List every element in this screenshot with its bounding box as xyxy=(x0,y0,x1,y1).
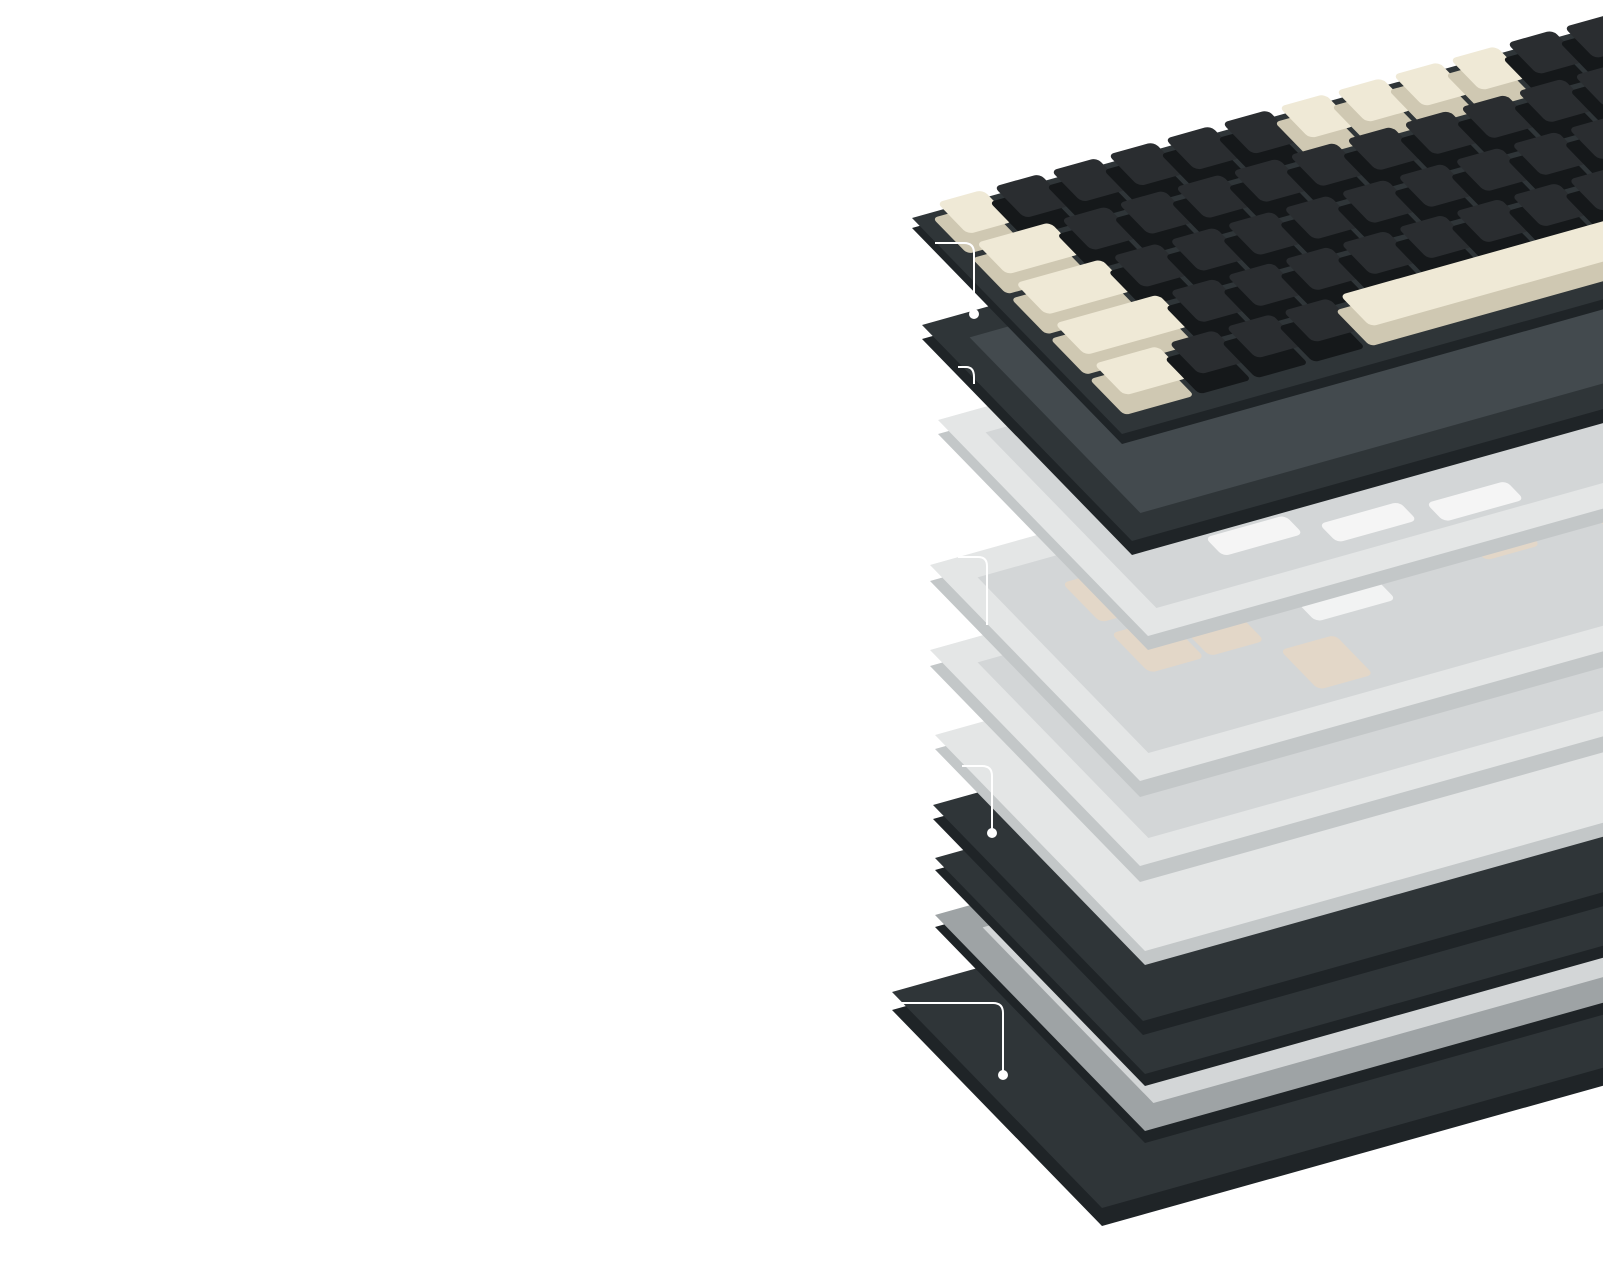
black-keycap xyxy=(1572,63,1603,126)
callout-2 xyxy=(958,366,975,384)
callout-lines xyxy=(892,242,1008,1080)
callout-1 xyxy=(935,242,979,319)
black-keycap xyxy=(1048,159,1132,221)
cream-keycap xyxy=(1013,260,1136,334)
callout-line xyxy=(958,556,988,625)
keycaps xyxy=(934,15,1603,415)
cream-keycap xyxy=(1091,347,1192,415)
callout-dot xyxy=(969,309,979,319)
stabilizer xyxy=(1207,516,1301,555)
switch xyxy=(1282,636,1371,689)
callout-dot xyxy=(998,1070,1008,1080)
keycap-layer xyxy=(912,0,1603,444)
black-keycap xyxy=(1566,116,1603,179)
cream-keycap xyxy=(1447,47,1531,110)
callout-line xyxy=(962,765,993,833)
stabilizer xyxy=(1428,482,1522,521)
callout-5 xyxy=(892,1002,1008,1080)
callout-line xyxy=(892,1002,1004,1075)
cream-keycap xyxy=(1052,295,1193,374)
cream-keycap xyxy=(1337,205,1603,346)
black-keycap xyxy=(1566,168,1603,230)
stabilizer xyxy=(1321,502,1415,542)
callout-4 xyxy=(962,765,997,838)
keyboard-layers xyxy=(892,0,1603,1226)
callout-dot xyxy=(987,828,997,838)
black-keycap xyxy=(1338,180,1421,243)
callout-line xyxy=(958,366,975,384)
callout-3 xyxy=(958,556,988,625)
callout-line xyxy=(935,242,975,314)
